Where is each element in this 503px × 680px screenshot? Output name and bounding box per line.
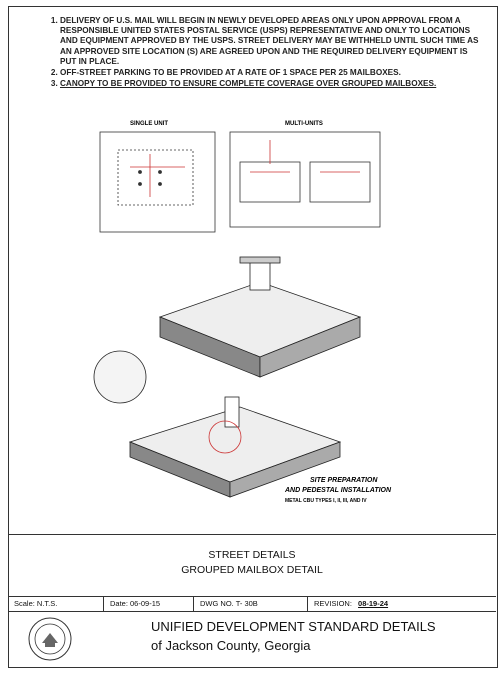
multi-unit-plan [229,131,381,228]
general-notes: DELIVERY OF U.S. MAIL WILL BEGIN IN NEWL… [46,16,486,90]
title-line-2: GROUPED MAILBOX DETAIL [181,564,323,576]
title-line-1: STREET DETAILS [208,549,296,561]
caption-line-1: SITE PREPARATION [310,477,378,484]
note-2: OFF-STREET PARKING TO BE PROVIDED AT A R… [60,68,486,78]
scale-cell: Scale: N.T.S. [8,597,104,611]
note-3: CANOPY TO BE PROVIDED TO ENSURE COMPLETE… [60,79,486,89]
note-1: DELIVERY OF U.S. MAIL WILL BEGIN IN NEWL… [60,16,486,67]
multi-units-label: MULTI-UNITS [285,121,323,127]
date-cell: Date: 06-09-15 [104,597,194,611]
county-seal-icon [28,617,72,661]
pedestal-slab-lower [93,350,342,498]
footer-line-1: UNIFIED DEVELOPMENT STANDARD DETAILS [151,619,436,634]
revision-value: 08-19-24 [358,599,389,608]
revision-cell: REVISION: 08-19-24 [308,597,496,611]
title-block: STREET DETAILS GROUPED MAILBOX DETAIL [8,534,496,597]
dwg-number-cell: DWG NO. T- 30B [194,597,308,611]
revision-label: REVISION: [314,599,352,608]
caption-line-3: METAL CBU TYPES I, II, III, AND IV [285,498,367,504]
info-row: Scale: N.T.S. Date: 06-09-15 DWG NO. T- … [8,596,496,612]
pedestal-slab-upper [158,256,362,378]
single-unit-plan [99,131,216,233]
footer-line-2: of Jackson County, Georgia [151,638,311,653]
mailbox-detail-drawing: SINGLE UNIT MULTI-UNITS SITE PREPARATION… [93,121,392,504]
single-unit-label: SINGLE UNIT [130,121,168,127]
footer: UNIFIED DEVELOPMENT STANDARD DETAILS of … [8,611,496,666]
page-frame [8,6,498,668]
caption-line-2: AND PEDESTAL INSTALLATION [284,487,392,494]
